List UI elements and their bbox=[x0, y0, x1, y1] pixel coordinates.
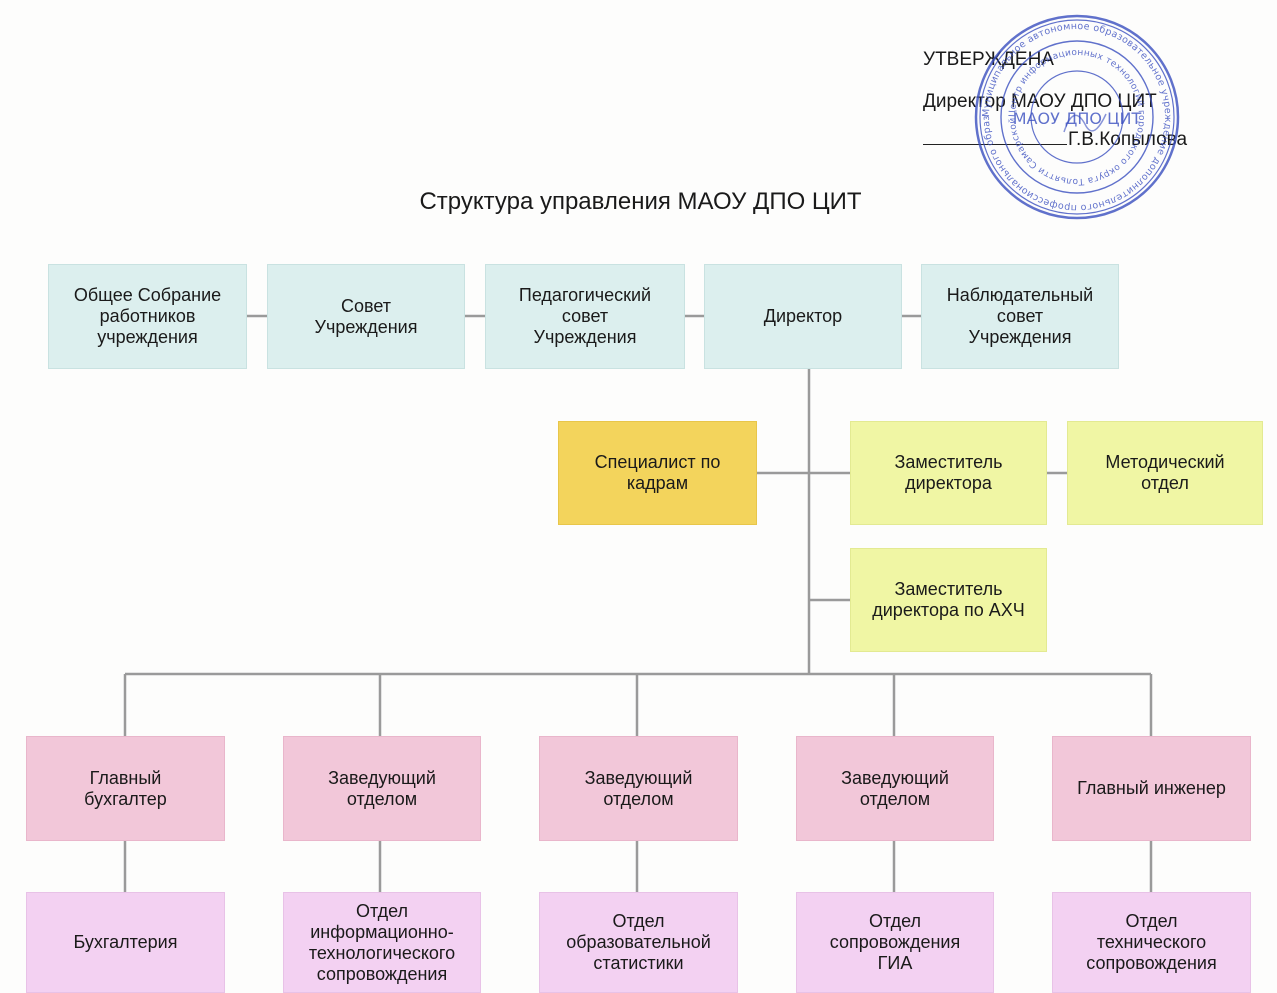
node-pedagogical-council-label: Педагогический совет Учреждения bbox=[518, 285, 652, 347]
handwritten-signature bbox=[1063, 113, 1107, 133]
official-seal-stamp: Муниципальное автономное образовательное… bbox=[972, 12, 1180, 220]
chart-title: Структура управления МАОУ ДПО ЦИТ bbox=[419, 188, 862, 215]
node-deputy-ahch-label: Заместитель директора по АХЧ bbox=[872, 579, 1025, 620]
node-methodical-dept-label: Методический отдел bbox=[1105, 452, 1225, 493]
node-general-assembly: Общее Собрание работников учреждения bbox=[48, 264, 247, 369]
node-institution-council: Совет Учреждения bbox=[267, 264, 465, 369]
node-gia-support-dept-label: Отдел сопровождения ГИА bbox=[829, 911, 961, 973]
node-pedagogical-council: Педагогический совет Учреждения bbox=[485, 264, 685, 369]
node-director: Директор bbox=[704, 264, 902, 369]
node-director-label: Директор bbox=[763, 306, 843, 326]
node-head-dept-3-label: Заведующий отделом bbox=[841, 767, 949, 809]
node-deputy-director: Заместитель директора bbox=[850, 421, 1047, 525]
node-edu-statistics-dept-label: Отдел образовательной статистики bbox=[566, 911, 711, 973]
node-methodical-dept: Методический отдел bbox=[1067, 421, 1263, 525]
node-head-dept-3: Заведующий отделом bbox=[796, 736, 994, 841]
node-accounting: Бухгалтерия bbox=[26, 892, 225, 993]
seal-center-text: МАОУ ДПО ЦИТ bbox=[1013, 109, 1142, 128]
node-general-assembly-label: Общее Собрание работников учреждения bbox=[73, 285, 222, 347]
node-chief-accountant: Главный бухгалтер bbox=[26, 736, 225, 841]
approval-status: УТВЕРЖДЕНА bbox=[923, 49, 1054, 70]
approval-signature-row: Г.В.Копылова bbox=[923, 130, 1187, 149]
node-supervisory-board: Наблюдательный совет Учреждения bbox=[921, 264, 1119, 369]
node-head-dept-2: Заведующий отделом bbox=[539, 736, 738, 841]
node-it-support-dept-label: Отдел информационно- технологического со… bbox=[308, 900, 456, 984]
node-tech-support-dept-label: Отдел технического сопровождения bbox=[1086, 911, 1217, 973]
node-head-dept-1-label: Заведующий отделом bbox=[328, 767, 436, 809]
node-chief-engineer: Главный инженер bbox=[1052, 736, 1251, 841]
node-deputy-ahch: Заместитель директора по АХЧ bbox=[850, 548, 1047, 652]
node-it-support-dept: Отдел информационно- технологического со… bbox=[283, 892, 481, 993]
node-edu-statistics-dept: Отдел образовательной статистики bbox=[539, 892, 738, 993]
node-chief-accountant-label: Главный бухгалтер bbox=[84, 767, 167, 809]
node-hr-specialist: Специалист по кадрам bbox=[558, 421, 757, 525]
node-institution-council-label: Совет Учреждения bbox=[314, 295, 418, 337]
node-hr-specialist-label: Специалист по кадрам bbox=[594, 452, 721, 493]
node-accounting-label: Бухгалтерия bbox=[73, 932, 178, 952]
node-tech-support-dept: Отдел технического сопровождения bbox=[1052, 892, 1251, 993]
approval-signatory: Г.В.Копылова bbox=[1068, 129, 1188, 150]
node-head-dept-1: Заведующий отделом bbox=[283, 736, 481, 841]
node-supervisory-board-label: Наблюдательный совет Учреждения bbox=[946, 285, 1094, 347]
signature-line bbox=[923, 130, 1067, 145]
node-chief-engineer-label: Главный инженер bbox=[1077, 778, 1226, 798]
node-head-dept-2-label: Заведующий отделом bbox=[584, 767, 693, 809]
approval-position: Директор МАОУ ДПО ЦИТ bbox=[923, 91, 1157, 112]
node-deputy-director-label: Заместитель директора bbox=[894, 452, 1003, 493]
node-gia-support-dept: Отдел сопровождения ГИА bbox=[796, 892, 994, 993]
